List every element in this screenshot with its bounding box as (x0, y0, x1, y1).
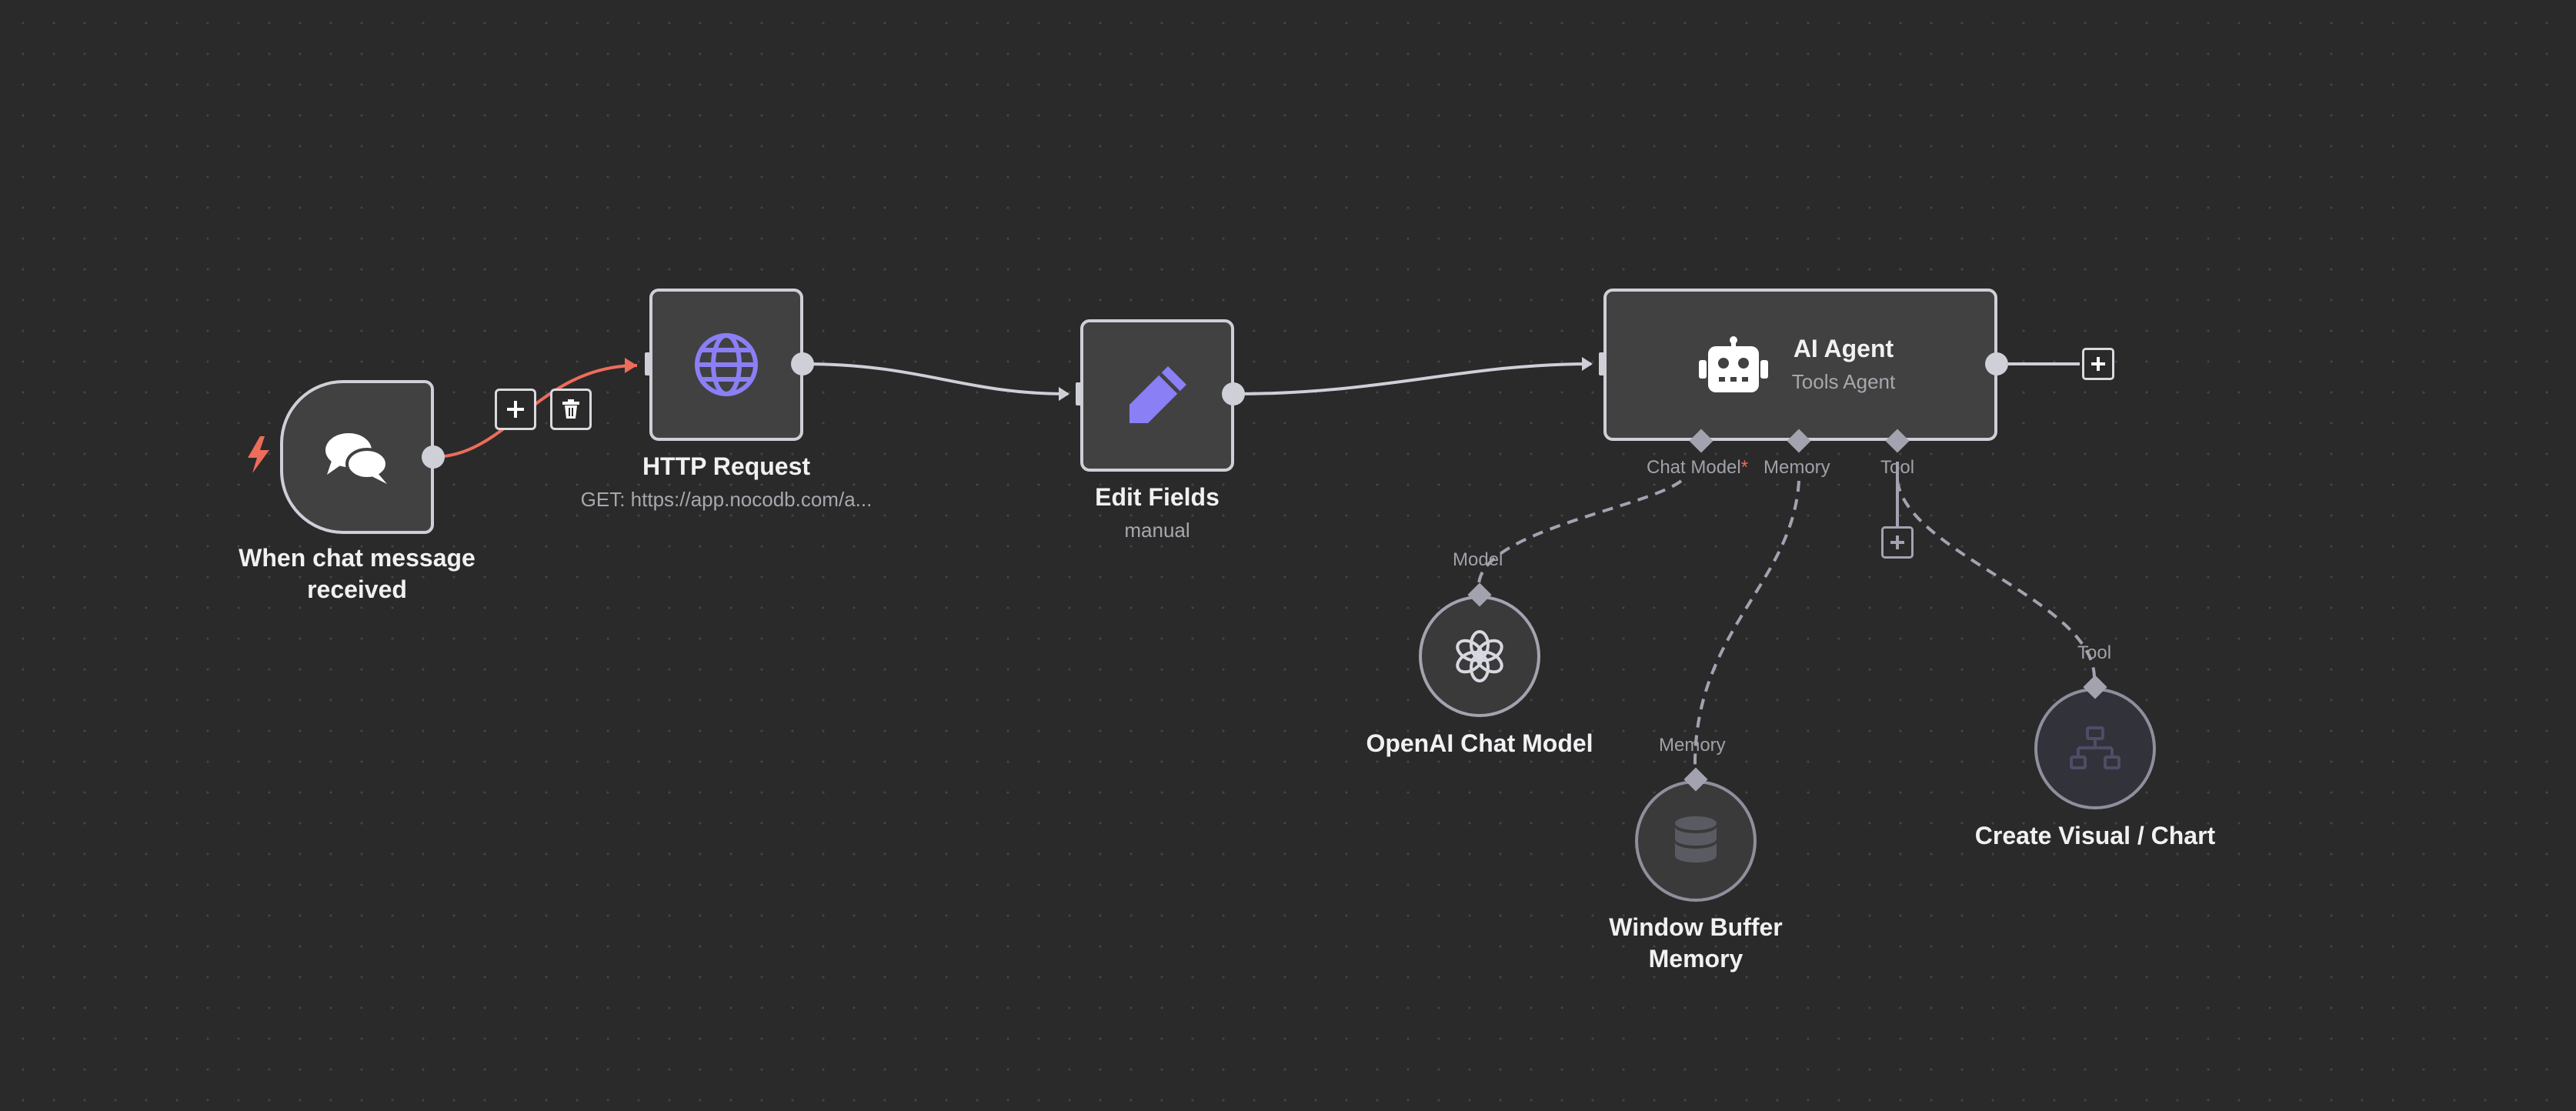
openai-logo-icon (1456, 630, 1503, 682)
pencil-icon (1119, 357, 1196, 434)
port-memory-label: Memory (1763, 457, 1830, 478)
globe-icon (688, 326, 765, 403)
robot-icon (1697, 335, 1770, 397)
http-request-label: HTTP Request (642, 452, 811, 480)
ai-agent-title: AI Agent (1793, 335, 1894, 362)
node-window-buffer-memory[interactable] (1635, 780, 1757, 902)
memory-port-label: Memory (1659, 735, 1726, 756)
http-output-handle[interactable] (791, 352, 814, 375)
plus-icon (507, 401, 524, 418)
create-visual-chart-label: Create Visual / Chart (1974, 822, 2216, 849)
port-chat-model-label: Chat Model* (1647, 457, 1749, 478)
plus-icon (2091, 357, 2105, 371)
connection-tool (1896, 480, 2096, 678)
connection-chat-model (1477, 479, 1683, 586)
edit-output-handle[interactable] (1222, 382, 1245, 405)
openai-port-label: Model (1453, 549, 1503, 570)
sitemap-icon (2070, 726, 2121, 769)
openai-chat-model-label: OpenAI Chat Model (1366, 729, 1593, 757)
edit-fields-label: Edit Fields (1095, 483, 1220, 511)
connection-http-edit (802, 362, 1069, 395)
window-buffer-memory-label: Window Buffer Memory (1609, 913, 1783, 973)
connection-arrowhead (625, 358, 637, 373)
agent-add-next-button[interactable] (2082, 348, 2114, 380)
port-tool-label: Tool (1880, 457, 1915, 478)
trash-icon (562, 399, 579, 419)
required-marker: * (1740, 457, 1749, 478)
database-icon (1675, 816, 1717, 862)
node-openai-chat-model[interactable] (1419, 596, 1540, 717)
http-request-subtitle: GET: https://app.nocodb.com/a... (580, 488, 873, 511)
delete-connection-button[interactable] (550, 389, 592, 430)
plus-icon (1890, 535, 1904, 549)
add-node-button[interactable] (495, 389, 536, 430)
chat-trigger-output-handle[interactable] (422, 445, 445, 469)
node-ai-agent[interactable] (1603, 289, 1997, 441)
node-create-visual-chart[interactable] (2034, 688, 2156, 809)
trigger-bolt-icon (245, 435, 272, 475)
edit-fields-subtitle: manual (1124, 519, 1190, 542)
agent-output-handle[interactable] (1985, 352, 2008, 375)
ai-agent-subtitle: Tools Agent (1791, 370, 1896, 393)
connection-edit-agent (1233, 362, 1592, 395)
connection-memory (1693, 480, 1800, 770)
tool-port-label: Tool (2077, 642, 2112, 663)
chat-trigger-label: When chat message received (239, 544, 475, 603)
chat-bubbles-icon (319, 425, 395, 491)
add-tool-button[interactable] (1881, 526, 1914, 559)
